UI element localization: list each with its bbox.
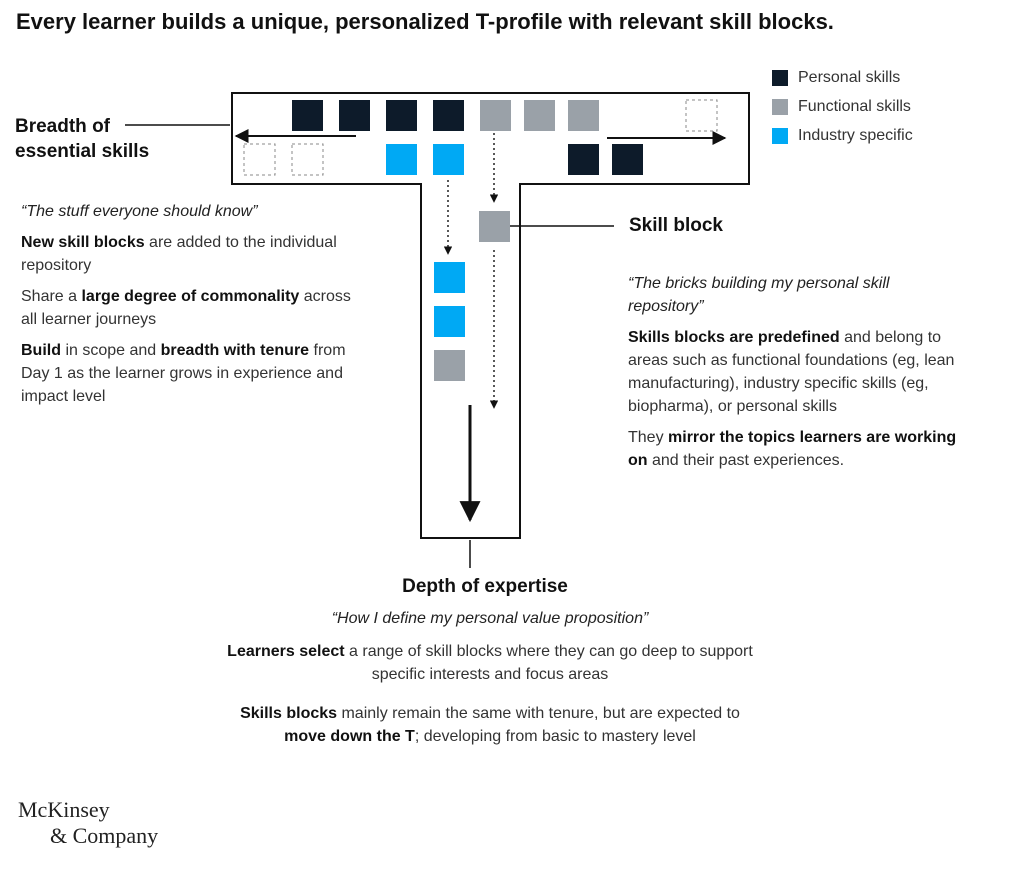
legend-item-industry: Industry specific <box>772 125 913 147</box>
logo-line-2: & Company <box>50 823 159 848</box>
skill-block-stem-3 <box>434 350 465 381</box>
legend-swatch-personal <box>772 70 788 86</box>
legend-label-functional: Functional skills <box>798 98 911 115</box>
breadth-paragraph-3: Build in scope and breadth with tenure f… <box>21 342 346 405</box>
skill-block-example <box>479 211 510 242</box>
depth-paragraph-1: Learners select a range of skill blocks … <box>227 643 753 683</box>
breadth-paragraph-1: New skill blocks are added to the indivi… <box>21 234 337 274</box>
skill-block-top-3 <box>386 100 417 131</box>
legend-swatch-functional <box>772 99 788 115</box>
skill-block-top-8 <box>685 99 718 132</box>
logo-line-1: McKinsey <box>18 797 110 822</box>
skill-block-description: “The bricks building my personal skill r… <box>628 272 968 480</box>
skill-block-quote: “The bricks building my personal skill r… <box>628 275 890 315</box>
skill-block-second-8 <box>568 144 599 175</box>
breadth-heading-line-1: Breadth of <box>15 116 110 137</box>
legend-item-functional: Functional skills <box>772 96 913 118</box>
skill-block-stem-1 <box>434 262 465 293</box>
legend: Personal skills Functional skills Indust… <box>772 67 913 154</box>
skill-block-heading: Skill block <box>629 215 723 236</box>
skill-block-second-4 <box>386 144 417 175</box>
legend-label-industry: Industry specific <box>798 127 913 144</box>
skill-block-paragraph-2: They mirror the topics learners are work… <box>628 429 957 469</box>
skill-block-top-4 <box>433 100 464 131</box>
skill-block-top-1 <box>292 100 323 131</box>
breadth-heading: Breadth of essential skills <box>15 114 149 164</box>
page-title: Every learner builds a unique, personali… <box>16 9 834 34</box>
depth-description: “How I define my personal value proposit… <box>220 607 760 756</box>
skill-block-top-5 <box>480 100 511 131</box>
skill-block-top-6 <box>524 100 555 131</box>
skill-block-stem-2 <box>434 306 465 337</box>
mckinsey-logo: McKinsey & Company <box>18 797 158 849</box>
breadth-paragraph-2: Share a large degree of commonality acro… <box>21 288 351 328</box>
legend-item-personal: Personal skills <box>772 67 913 89</box>
skill-block-top-2 <box>339 100 370 131</box>
skill-block-second-2 <box>291 143 324 176</box>
breadth-quote: “The stuff everyone should know” <box>21 203 258 220</box>
skill-block-second-5 <box>433 144 464 175</box>
skill-block-paragraph-1: Skills blocks are predefined and belong … <box>628 329 955 415</box>
depth-heading: Depth of expertise <box>402 576 568 597</box>
skill-block-second-1 <box>243 143 276 176</box>
breadth-description: “The stuff everyone should know” New ski… <box>21 200 351 416</box>
skill-block-top-7 <box>568 100 599 131</box>
legend-swatch-industry <box>772 128 788 144</box>
depth-quote: “How I define my personal value proposit… <box>331 610 649 627</box>
legend-label-personal: Personal skills <box>798 69 901 86</box>
depth-paragraph-2: Skills blocks mainly remain the same wit… <box>240 705 740 745</box>
t-shape-outline <box>231 92 750 539</box>
skill-blocks-group <box>243 99 718 381</box>
skill-block-second-9 <box>612 144 643 175</box>
breadth-heading-line-2: essential skills <box>15 141 150 162</box>
